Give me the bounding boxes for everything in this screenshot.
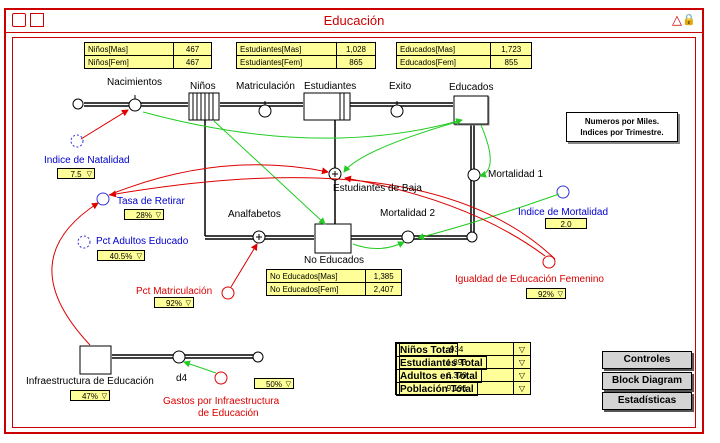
note-line: Numeros por Miles. [584,117,660,126]
units-note: Numeros por Miles. Indices por Trimestre… [566,112,678,142]
flow-label-matriculacion: Matriculación [236,81,295,92]
converter-label-gastos-1: Gastos por Infraestructura [163,396,280,407]
converter-label-gastos-2: de Educación [198,408,259,419]
table-value: 1,028 [335,42,377,56]
note-line: Indices por Trimestre. [580,128,664,137]
table-label: No Educados[Mas] [265,269,367,283]
stock-label-estudiantes: Estudiantes [304,81,357,92]
converter-label-natalidad: Indice de Natalidad [44,155,130,166]
model-window: Educación △ 🔒 [4,8,704,434]
controles-button[interactable]: Controles [602,351,692,369]
dropdown-arrow-icon[interactable]: ▽ [513,342,531,356]
flow-label-mortalidad1: Mortalidad 1 [488,169,544,180]
converter-label-mortalidad: Indice de Mortalidad [518,207,609,218]
pct-adultos-value[interactable]: 40.5%▽ [97,250,145,261]
converter-label-pct-adultos: Pct Adultos Educado [96,236,189,247]
igualdad-value[interactable]: 92%▽ [526,288,566,299]
zoom-up-icon[interactable]: △ [672,12,682,27]
green-links [142,111,560,374]
value-text: 7.5 [70,170,82,179]
value-text: 47% [81,392,98,401]
table-label: Población Total [396,381,478,396]
value-text: 2.0 [560,220,572,229]
stock-label-ninos: Niños [190,81,216,92]
mortalidad-value[interactable]: 2.0 [545,218,587,229]
window-title: Educación [323,13,385,28]
table-value: 1,723 [490,42,532,56]
dropdown-arrow-icon[interactable]: ▽ [285,381,291,388]
table-label: Niños Total [396,343,458,357]
tasa-value[interactable]: 28%▽ [124,209,164,220]
pct-matric-value[interactable]: 92%▽ [154,297,194,308]
flow-label-d4: d4 [176,373,188,384]
window-icon[interactable] [12,13,26,27]
lock-icon[interactable]: 🔒 [682,14,696,26]
table-label: Educados[Fem] [395,55,492,69]
title-bar[interactable]: Educación △ 🔒 [6,10,702,33]
natalidad-value[interactable]: 7.5 ▽ [57,168,95,179]
value-text: 92% [165,299,182,308]
flow-label-mortalidad2: Mortalidad 2 [380,208,436,219]
dropdown-arrow-icon[interactable]: ▽ [513,355,531,369]
red-links [51,109,556,346]
table-value: 467 [173,42,212,56]
stock-label-infra: Infraestructura de Educación [26,376,154,387]
value-text: 40.5% [109,252,133,261]
infra-value[interactable]: 47%▽ [70,390,110,401]
table-value: 2,407 [365,282,402,296]
diagram-frame [12,37,696,428]
converter-circles [70,134,570,385]
cloud-icon [72,98,478,363]
table-label: Estudiantes Total [396,355,487,370]
stock-boxes [79,92,489,375]
table-label: Niños[Mas] [83,42,175,56]
dropdown-arrow-icon[interactable]: ▽ [136,253,142,260]
converter-label-tasa: Tasa de Retirar [117,196,185,207]
grid-icon[interactable] [30,13,44,27]
table-value: 1,385 [365,269,402,283]
dropdown-arrow-icon[interactable]: ▽ [513,368,531,382]
value-text: 50% [265,380,282,389]
estadisticas-button[interactable]: Estadísticas [602,392,692,410]
dropdown-arrow-icon[interactable]: ▽ [101,393,107,400]
table-value: 855 [490,55,532,69]
table-label: Niños[Fem] [83,55,175,69]
table-label: No Educados[Fem] [265,282,367,296]
dropdown-arrow-icon[interactable]: ▽ [513,381,531,395]
gastos-value[interactable]: 50%▽ [254,378,294,389]
table-value: 865 [335,55,377,69]
dropdown-arrow-icon[interactable]: ▽ [155,212,161,219]
dropdown-arrow-icon[interactable]: ▽ [86,171,92,178]
flow-label-nacimientos: Nacimientos [107,77,163,88]
dropdown-arrow-icon[interactable]: ▽ [185,300,191,307]
converter-label-igualdad: Igualdad de Educación Femenino [455,274,604,285]
stock-label-no-educados: No Educados [304,255,365,266]
block-diagram-button[interactable]: Block Diagram [602,372,692,390]
flow-label-analfabetos: Analfabetos [228,209,281,220]
no-educados-table: No Educados[Mas]1,385 No Educados[Fem]2,… [265,269,402,296]
flow-pipes [84,102,475,359]
value-text: 92% [537,290,554,299]
table-value: 467 [173,55,212,69]
valve-icons [128,95,481,364]
flow-label-estudiantes-baja: Estudiantes de Baja [333,183,422,194]
value-text: 28% [135,211,152,220]
ninos-table: Niños[Mas]467 Niños[Fem]467 [83,42,212,69]
table-label: Estudiantes[Fem] [236,55,337,69]
flow-label-exito: Exito [389,81,412,92]
estudiantes-table: Estudiantes[Mas]1,028 Estudiantes[Fem]86… [236,42,377,69]
converter-label-pct-matric: Pct Matriculación [136,286,213,297]
stock-label-educados: Educados [449,82,494,93]
table-label: Educados[Mas] [395,42,492,56]
dropdown-arrow-icon[interactable]: ▽ [557,291,563,298]
educados-table: Educados[Mas]1,723 Educados[Fem]855 [395,42,532,69]
table-label: Adultos en Total [396,368,482,383]
table-label: Estudiantes[Mas] [236,42,337,56]
